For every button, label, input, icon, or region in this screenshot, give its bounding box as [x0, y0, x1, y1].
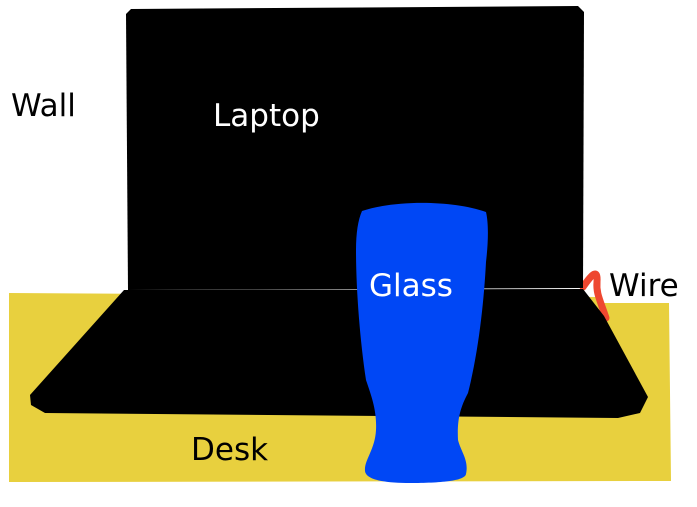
laptop-base-shape — [30, 289, 648, 418]
wall-label: Wall — [11, 88, 76, 124]
wire-shape — [579, 270, 610, 322]
glass-label: Glass — [369, 268, 453, 304]
laptop-screen-shape — [126, 6, 584, 290]
glass-shape — [356, 202, 488, 484]
laptop-label: Laptop — [213, 98, 320, 134]
wire-label: Wire — [609, 268, 679, 304]
desk-label: Desk — [191, 432, 269, 468]
